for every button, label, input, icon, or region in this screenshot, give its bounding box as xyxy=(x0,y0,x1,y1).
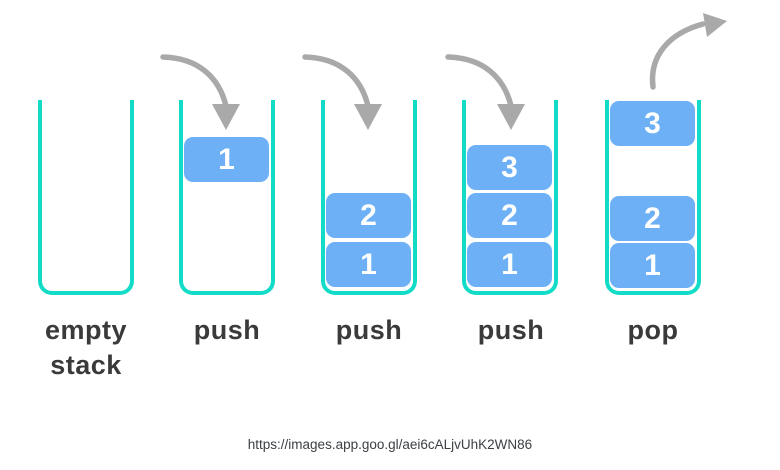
stack-container-pop: 3 2 1 xyxy=(605,100,701,295)
stack-container-push-3: 3 2 1 xyxy=(462,100,558,295)
pop-arrow-icon xyxy=(649,13,727,90)
stack-label-push: push xyxy=(477,315,545,345)
stack-block: 1 xyxy=(326,242,411,287)
stack-block: 1 xyxy=(184,137,269,182)
stack-block: 2 xyxy=(610,196,695,241)
source-url-caption: https://images.app.goo.gl/aei6cALjvUhK2W… xyxy=(247,437,533,452)
stack-block: 2 xyxy=(326,193,411,238)
stack-label-push: push xyxy=(193,315,261,345)
stack-container-empty xyxy=(38,100,134,295)
stack-block: 1 xyxy=(610,243,695,288)
stack-label-pop: pop xyxy=(627,315,679,345)
stack-container-push-1: 1 xyxy=(179,100,275,295)
stack-block: 2 xyxy=(467,193,552,238)
stack-block: 1 xyxy=(467,242,552,287)
stack-block: 3 xyxy=(467,145,552,190)
stack-container-push-2: 2 1 xyxy=(321,100,417,295)
stack-block-popping: 3 xyxy=(610,101,695,146)
stack-label-empty-stack: empty stack xyxy=(44,315,128,380)
stack-label-push: push xyxy=(335,315,403,345)
